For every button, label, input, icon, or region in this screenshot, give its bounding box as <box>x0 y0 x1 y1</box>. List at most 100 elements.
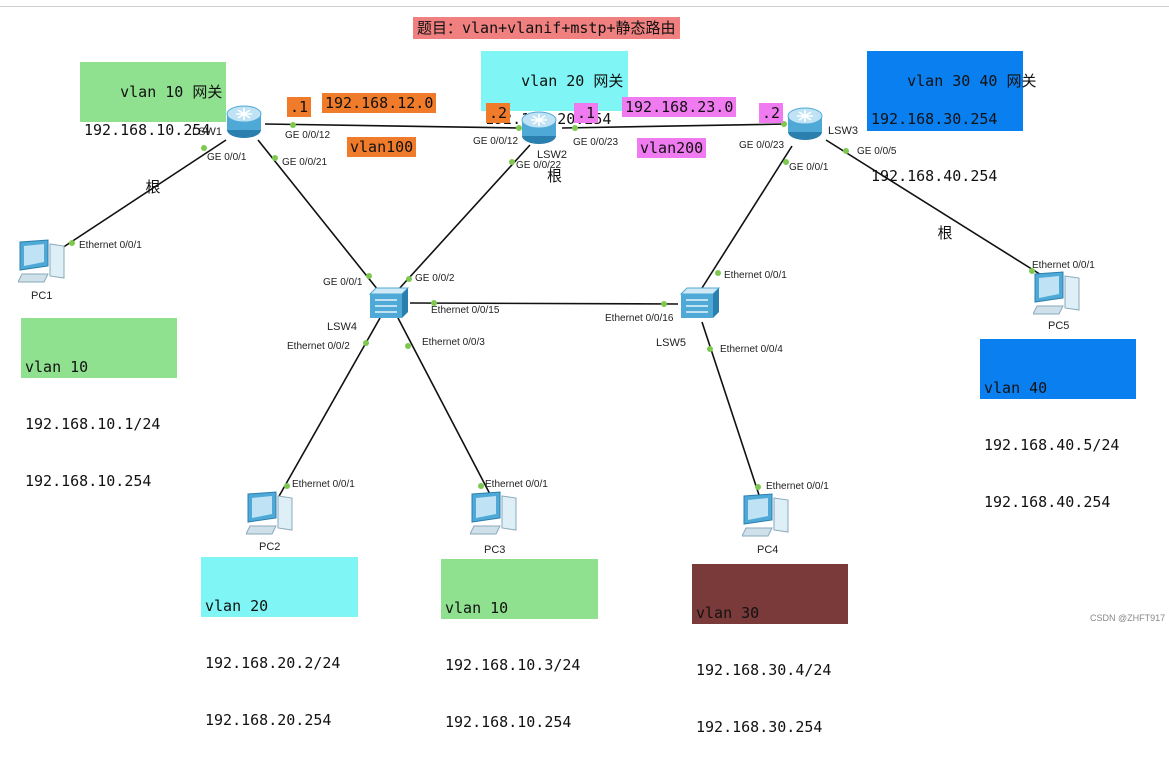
lsw3-label: LSW3 <box>828 125 858 137</box>
port-label: Ethernet 0/0/2 <box>287 341 350 352</box>
pc3-computer-icon[interactable] <box>469 490 520 540</box>
lsw3-gateway-note: vlan 30 40 网关 192.168.30.254 192.168.40.… <box>867 51 1036 242</box>
pc5-vlan: vlan 40 <box>984 379 1048 397</box>
port-label: GE 0/0/2 <box>415 273 455 284</box>
port-label: Ethernet 0/0/3 <box>422 337 485 348</box>
lsw3-gateway-line3: 192.168.40.254 <box>871 167 998 185</box>
pc5-label: PC5 <box>1048 320 1070 332</box>
port-label: GE 0/0/12 <box>473 136 519 147</box>
lsw4-switch-icon[interactable] <box>366 284 410 324</box>
port-dot <box>284 483 290 489</box>
pc4-label: PC4 <box>757 544 779 556</box>
port-label: GE 0/0/1 <box>323 277 363 288</box>
pc1-computer-icon[interactable] <box>17 238 68 288</box>
lsw3-gateway-line2: 192.168.30.254 <box>871 110 998 128</box>
port-label: GE 0/0/23 <box>739 140 785 151</box>
watermark: CSDN @ZHFT917 <box>1090 613 1166 623</box>
lsw1-root-mark: 根 <box>145 178 161 196</box>
port-dot <box>290 122 296 128</box>
top-border <box>0 6 1169 7</box>
link-lsw4-lsw5 <box>409 302 679 305</box>
port-dot <box>843 148 849 154</box>
lsw2-switch-icon[interactable] <box>519 110 559 150</box>
pc3-vlan: vlan 10 <box>445 599 509 617</box>
lsw4-label: LSW4 <box>327 321 357 333</box>
lsw5-switch-icon[interactable] <box>677 284 721 324</box>
pc3-ip: 192.168.10.3/24 <box>445 656 581 674</box>
pc3-label: PC3 <box>484 544 506 556</box>
pc2-label: PC2 <box>259 541 281 553</box>
pc1-ip: 192.168.10.1/24 <box>25 415 161 433</box>
link-lsw3-pc5 <box>825 139 1047 279</box>
port-dot <box>478 483 484 489</box>
pc3-info-note: vlan 10 192.168.10.3/24 192.168.10.254 <box>441 559 598 731</box>
lsw3-switch-icon[interactable] <box>785 106 825 146</box>
port-dot <box>406 276 412 282</box>
port-label: GE 0/0/22 <box>516 160 562 171</box>
lsw1-switch-icon[interactable] <box>224 104 264 144</box>
lsw1-gateway-line1: vlan 10 网关 <box>120 83 223 101</box>
pc1-gateway: 192.168.10.254 <box>25 472 152 490</box>
port-label: Ethernet 0/0/1 <box>724 270 787 281</box>
pc1-label: PC1 <box>31 290 53 302</box>
port-label: GE 0/0/5 <box>857 146 897 157</box>
vlan200-label: vlan200 <box>637 138 707 158</box>
port-dot <box>1029 268 1035 274</box>
pc2-ip: 192.168.20.2/24 <box>205 654 341 672</box>
lsw5-label: LSW5 <box>656 337 686 349</box>
lsw1-gateway-note: vlan 10 网关 192.168.10.254 根 <box>80 62 226 196</box>
lsw1-gateway-line2: 192.168.10.254 <box>84 121 211 139</box>
lsw2-ip-suffix-net23: .1 <box>574 103 599 123</box>
link-lsw2-lsw4 <box>397 144 531 291</box>
port-label: GE 0/0/23 <box>573 137 619 148</box>
port-dot <box>707 346 713 352</box>
port-label: Ethernet 0/0/1 <box>766 481 829 492</box>
port-dot <box>366 273 372 279</box>
port-dot <box>69 240 75 246</box>
port-dot <box>363 340 369 346</box>
pc2-computer-icon[interactable] <box>245 490 296 540</box>
net12-label: 192.168.12.0 <box>322 93 437 113</box>
link-lsw4-pc2 <box>277 317 381 499</box>
pc3-gateway: 192.168.10.254 <box>445 713 572 731</box>
port-label: Ethernet 0/0/1 <box>292 479 355 490</box>
port-label: Ethernet 0/0/15 <box>431 305 500 316</box>
pc1-vlan: vlan 10 <box>25 358 89 376</box>
vlan100-label: vlan100 <box>347 137 417 157</box>
port-label: GE 0/0/12 <box>285 130 331 141</box>
lsw2-ip-suffix-net12: .2 <box>486 103 511 123</box>
port-dot <box>431 300 437 306</box>
pc2-info-note: vlan 20 192.168.20.2/24 192.168.20.254 <box>201 557 358 729</box>
topology-canvas: 题目：vlan+vlanif+mstp+静态路由 vlan 10 网关 192.… <box>0 6 1169 736</box>
topology-links <box>61 121 1047 499</box>
port-label: Ethernet 0/0/16 <box>605 313 674 324</box>
port-dot <box>509 159 515 165</box>
pc4-vlan: vlan 30 <box>696 604 760 622</box>
lsw1-ip-suffix: .1 <box>287 97 312 117</box>
link-lsw2-lsw3 <box>561 123 787 129</box>
pc5-ip: 192.168.40.5/24 <box>984 436 1120 454</box>
port-label: GE 0/0/1 <box>789 162 829 173</box>
port-dot <box>715 270 721 276</box>
port-dot <box>516 125 522 131</box>
lsw2-gateway-line1: vlan 20 网关 <box>521 72 624 90</box>
port-label: Ethernet 0/0/1 <box>485 479 548 490</box>
port-label: GE 0/0/21 <box>282 157 328 168</box>
pc2-gateway: 192.168.20.254 <box>205 711 332 729</box>
link-lsw4-pc3 <box>397 317 493 499</box>
pc5-computer-icon[interactable] <box>1032 270 1083 320</box>
lsw1-label: LSW1 <box>192 126 222 138</box>
pc4-info-note: vlan 30 192.168.30.4/24 192.168.30.254 <box>692 564 848 736</box>
port-dot <box>405 343 411 349</box>
pc4-computer-icon[interactable] <box>741 492 792 542</box>
port-label: GE 0/0/1 <box>207 152 247 163</box>
port-dot <box>755 484 761 490</box>
net23-label: 192.168.23.0 <box>622 97 737 117</box>
port-dot <box>661 301 667 307</box>
lsw2-root-mark: 根 <box>546 167 562 185</box>
lsw3-ip-suffix: .2 <box>759 103 784 123</box>
lsw3-root-mark: 根 <box>937 224 953 242</box>
port-dot <box>201 145 207 151</box>
port-dot <box>572 125 578 131</box>
link-lsw1-lsw4 <box>257 139 379 291</box>
